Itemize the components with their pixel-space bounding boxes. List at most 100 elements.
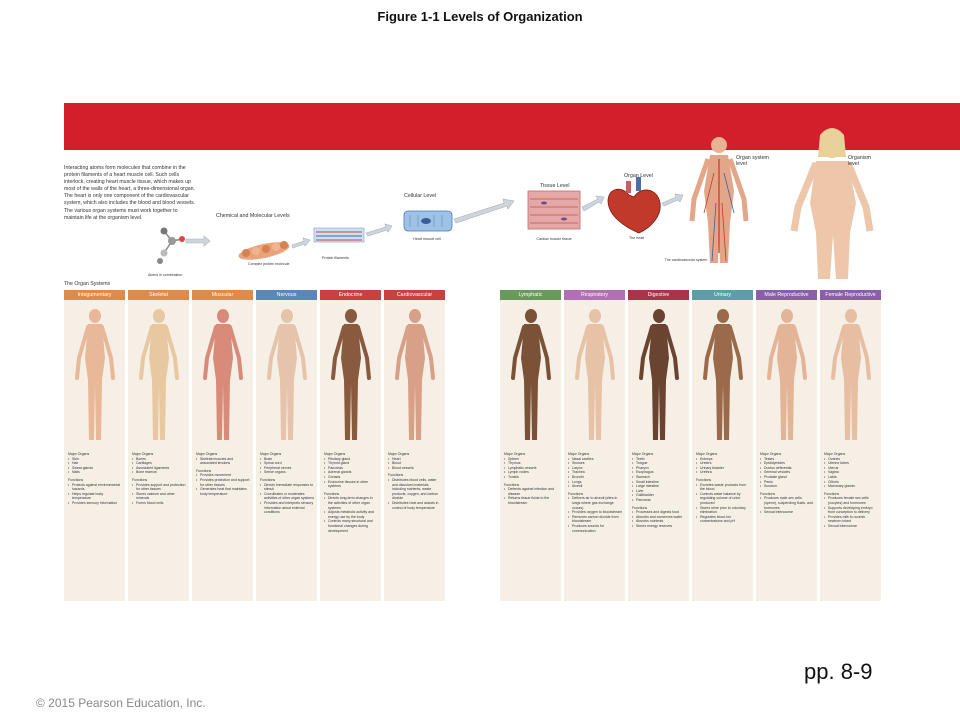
panel-text: Major OrgansKidneysUretersUrinary bladde… — [692, 448, 753, 524]
copyright: © 2015 Pearson Education, Inc. — [36, 696, 206, 710]
chemical-level-label: Chemical and Molecular Levels — [216, 213, 290, 219]
organ-level-label: Organ Level — [624, 173, 653, 179]
page-reference: pp. 8-9 — [804, 659, 873, 684]
organ-item: Thyroid gland — [324, 461, 378, 466]
organ-item: Bone marrow — [132, 470, 186, 475]
function-item: Directs immediate responses to stimuli — [260, 483, 314, 492]
functions-label: Functions — [388, 473, 404, 478]
organ-item: Labia — [824, 475, 878, 480]
panel-text: Major OrgansSpleenThymusLymphatic vessel… — [500, 448, 561, 506]
function-item: Forms blood cells — [132, 501, 186, 506]
major-organs-label: Major Organs — [760, 452, 782, 456]
function-item: Stores energy reserves — [632, 524, 686, 529]
function-item: Sexual intercourse — [760, 510, 814, 515]
organ-item: Scrotum — [760, 484, 814, 489]
panel-header: Respiratory — [564, 290, 625, 300]
panel-header: Digestive — [628, 290, 689, 300]
function-item: Returns tissue fluids to the bloodstream — [504, 496, 558, 505]
organ-item: Tongue — [632, 461, 686, 466]
function-item: Distributes heat and assists in control … — [388, 501, 442, 510]
organ-item: Peripheral nerves — [260, 466, 314, 471]
function-item: Provides sensory information — [68, 501, 122, 506]
organ-item: Clitoris — [824, 480, 878, 485]
panel-header: Nervous — [256, 290, 317, 300]
heart-caption: The heart — [629, 236, 645, 240]
panel-header: Urinary — [692, 290, 753, 300]
major-organs-label: Major Organs — [68, 452, 90, 456]
atoms-caption: Atoms in combination — [148, 273, 183, 277]
function-item: Protects against environmental hazards — [68, 483, 122, 492]
complex-protein-caption: Complex protein molecule — [248, 262, 290, 266]
function-item: Provides movement — [196, 473, 250, 478]
organ-item: Ductus deferentia — [760, 466, 814, 471]
organ-item: Ovaries — [824, 457, 878, 462]
organ-item: Sweat glands — [68, 466, 122, 471]
functions-label: Functions — [696, 477, 712, 482]
organ-item: Prostate gland — [760, 475, 814, 480]
function-item: Helps regulate body temperature — [68, 492, 122, 501]
panel-text: Major OrgansBrainSpinal cordPeripheral n… — [256, 448, 317, 515]
function-item: Controls water balance by regulating vol… — [696, 492, 750, 506]
organ-item: Pituitary gland — [324, 457, 378, 462]
heart-cell-illustration — [403, 210, 453, 232]
organ-item: Gonads — [324, 475, 378, 480]
organ-item: Gallbladder — [632, 493, 686, 498]
functions-label: Functions — [196, 468, 212, 473]
organism-level-label: Organism level — [848, 155, 871, 167]
major-organs-label: Major Organs — [132, 452, 154, 456]
organ-item: Pancreas — [324, 466, 378, 471]
functions-label: Functions — [324, 491, 340, 496]
panel-text: Major OrgansNasal cavitiesSinusesLarynxT… — [564, 448, 625, 533]
panel-header: Cardiovascular — [384, 290, 445, 300]
organ-item: Tonsils — [504, 475, 558, 480]
organ-item: Uterus — [824, 466, 878, 471]
organ-item: Associated ligaments — [132, 466, 186, 471]
red-banner — [64, 103, 960, 150]
tissue-level-label: Tissue Level — [540, 183, 570, 189]
cardiovascular-caption: The cardiovascular system — [664, 258, 708, 262]
organ-system-level-label: Organ system level — [736, 155, 769, 167]
panel-header: Lymphatic — [500, 290, 561, 300]
organ-item: Ureters — [696, 461, 750, 466]
tissue-illustration — [527, 190, 581, 230]
function-item: Processes and digests food — [632, 510, 686, 515]
function-item: Produces male sex cells (sperm), suspend… — [760, 496, 814, 510]
major-organs-label: Major Organs — [632, 452, 654, 456]
function-item: Sexual intercourse — [824, 524, 878, 529]
organ-item: Pharynx — [632, 466, 686, 471]
filaments-illustration — [313, 227, 365, 243]
major-organs-label: Major Organs — [696, 452, 718, 456]
organ-item: Uterine tubes — [824, 461, 878, 466]
function-item: Excretes waste products from the blood — [696, 483, 750, 492]
body-figure — [820, 300, 881, 448]
organ-item: Sinuses — [568, 461, 622, 466]
slide-title: Figure 1-1 Levels of Organization — [377, 9, 583, 24]
function-item: Absorbs nutrients — [632, 519, 686, 524]
function-item: Regulates blood ion concentrations and p… — [696, 515, 750, 524]
function-item: Produces female sex cells (oocytes) and … — [824, 496, 878, 505]
function-item: Supports developing embryo from concepti… — [824, 506, 878, 515]
panel-text: Major OrgansBonesCartilagesAssociated li… — [128, 448, 189, 506]
body-figure — [128, 300, 189, 448]
function-item: Generates heat that maintains body tempe… — [196, 487, 250, 496]
organ-item: Nasal cavities — [568, 457, 622, 462]
organ-item: Thymus — [504, 461, 558, 466]
organ-systems-title: The Organ Systems — [64, 281, 111, 287]
organ-item: Epididymides — [760, 461, 814, 466]
organ-item: Pancreas — [632, 498, 686, 503]
organ-item: Penis — [760, 480, 814, 485]
intro-text: Interacting atoms form molecules that co… — [64, 165, 196, 221]
organ-item: Urethra — [696, 470, 750, 475]
body-figure — [64, 300, 125, 448]
major-organs-label: Major Organs — [504, 452, 526, 456]
organ-item: Vagina — [824, 470, 878, 475]
organ-item: Brain — [260, 457, 314, 462]
function-item: Adjusts metabolic activity and energy us… — [324, 510, 378, 519]
cell-caption: Heart muscle cell — [413, 237, 441, 241]
function-item: Provides support and protection for othe… — [132, 483, 186, 492]
